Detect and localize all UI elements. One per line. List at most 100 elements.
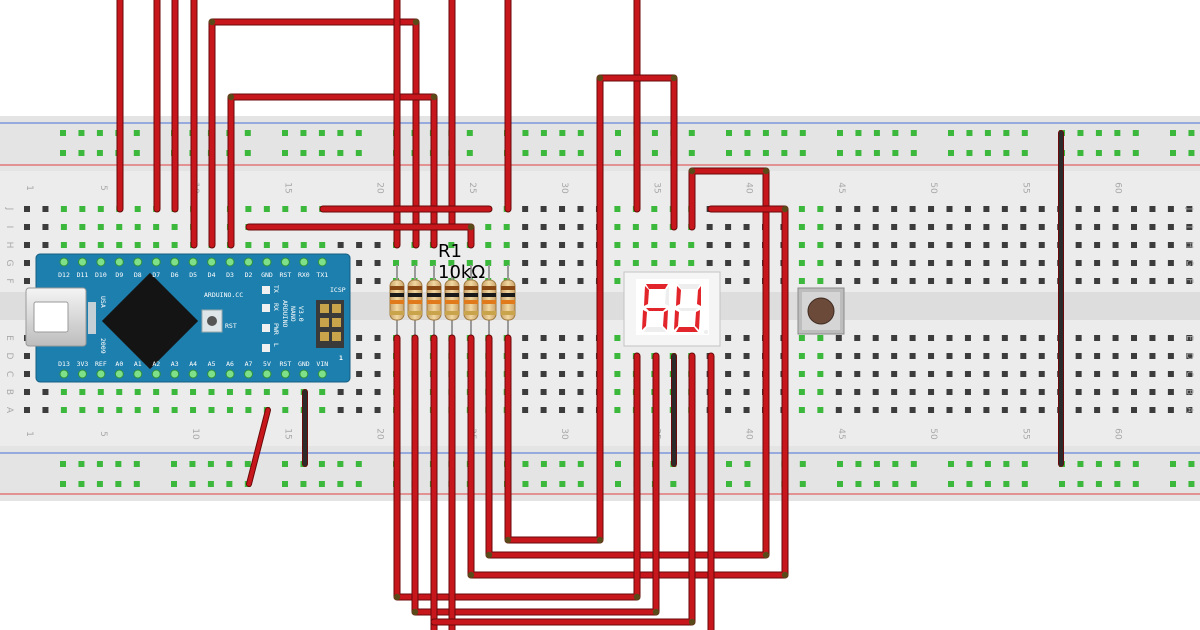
seven-segment-display[interactable]	[623, 271, 721, 347]
rail-hole[interactable]	[855, 461, 862, 467]
breadboard-hole[interactable]	[60, 206, 67, 212]
rail-hole[interactable]	[966, 461, 973, 467]
breadboard-hole[interactable]	[1167, 242, 1174, 248]
breadboard-hole[interactable]	[891, 206, 898, 212]
breadboard-hole[interactable]	[1020, 353, 1027, 359]
breadboard-hole[interactable]	[872, 278, 879, 284]
nano-header-pin[interactable]	[244, 257, 253, 267]
rail-hole[interactable]	[1132, 461, 1139, 467]
breadboard-hole[interactable]	[928, 278, 935, 284]
rail-hole[interactable]	[60, 461, 66, 467]
breadboard-hole[interactable]	[374, 389, 381, 395]
nano-header-pin[interactable]	[244, 369, 253, 379]
breadboard-hole[interactable]	[651, 260, 658, 266]
nano-header-pin[interactable]	[207, 257, 217, 267]
breadboard-hole[interactable]	[946, 335, 953, 341]
breadboard-hole[interactable]	[798, 260, 805, 266]
breadboard-hole[interactable]	[909, 389, 916, 395]
breadboard-hole[interactable]	[909, 371, 916, 377]
breadboard-hole[interactable]	[245, 206, 252, 212]
rail-hole[interactable]	[1188, 150, 1195, 156]
breadboard-hole[interactable]	[485, 260, 492, 266]
breadboard-hole[interactable]	[282, 242, 289, 248]
breadboard-hole[interactable]	[263, 206, 270, 212]
breadboard-hole[interactable]	[743, 407, 750, 413]
rail-hole[interactable]	[1114, 481, 1121, 487]
breadboard-hole[interactable]	[725, 389, 732, 395]
breadboard-hole[interactable]	[1112, 206, 1119, 212]
breadboard-hole[interactable]	[503, 224, 510, 230]
breadboard-hole[interactable]	[983, 389, 990, 395]
rail-hole[interactable]	[837, 461, 843, 467]
rail-hole[interactable]	[540, 461, 547, 467]
breadboard-hole[interactable]	[725, 407, 732, 413]
breadboard-hole[interactable]	[1094, 389, 1101, 395]
breadboard-hole[interactable]	[540, 242, 547, 248]
rail-hole[interactable]	[244, 130, 251, 136]
breadboard-hole[interactable]	[1149, 260, 1156, 266]
breadboard-hole[interactable]	[891, 371, 898, 377]
breadboard-hole[interactable]	[1075, 224, 1082, 230]
nano-header-pin[interactable]	[225, 257, 235, 267]
breadboard-hole[interactable]	[928, 335, 935, 341]
rail-hole[interactable]	[1188, 461, 1195, 467]
breadboard-hole[interactable]	[1020, 407, 1027, 413]
rail-hole[interactable]	[1114, 150, 1121, 156]
breadboard-hole[interactable]	[983, 407, 990, 413]
breadboard-hole[interactable]	[466, 260, 473, 266]
breadboard-hole[interactable]	[964, 389, 971, 395]
breadboard-hole[interactable]	[928, 407, 935, 413]
breadboard-hole[interactable]	[134, 242, 141, 248]
breadboard-hole[interactable]	[798, 206, 805, 212]
rail-hole[interactable]	[300, 150, 307, 156]
breadboard-hole[interactable]	[946, 407, 953, 413]
nano-header-pin[interactable]	[262, 257, 272, 267]
breadboard-hole[interactable]	[411, 260, 418, 266]
breadboard-hole[interactable]	[42, 242, 49, 248]
jumper-wire[interactable]	[209, 19, 419, 248]
breadboard-hole[interactable]	[153, 407, 160, 413]
breadboard-hole[interactable]	[485, 242, 492, 248]
rail-hole[interactable]	[966, 150, 973, 156]
breadboard-hole[interactable]	[1094, 278, 1101, 284]
rail-hole[interactable]	[1132, 130, 1139, 136]
rail-hole[interactable]	[781, 130, 788, 136]
breadboard-hole[interactable]	[42, 389, 49, 395]
breadboard-hole[interactable]	[1020, 389, 1027, 395]
rail-hole[interactable]	[1059, 481, 1065, 487]
breadboard-hole[interactable]	[817, 371, 824, 377]
rail-hole[interactable]	[744, 481, 751, 487]
breadboard-hole[interactable]	[872, 206, 879, 212]
breadboard-hole[interactable]	[946, 371, 953, 377]
breadboard-hole[interactable]	[356, 242, 363, 248]
nano-header-pin[interactable]	[96, 257, 106, 267]
rail-hole[interactable]	[133, 481, 140, 487]
breadboard-hole[interactable]	[1094, 407, 1101, 413]
breadboard-hole[interactable]	[909, 206, 916, 212]
rail-hole[interactable]	[670, 481, 677, 487]
breadboard-hole[interactable]	[798, 335, 805, 341]
breadboard-hole[interactable]	[24, 278, 30, 284]
breadboard-hole[interactable]	[559, 407, 566, 413]
breadboard-hole[interactable]	[1094, 260, 1101, 266]
breadboard-hole[interactable]	[134, 206, 141, 212]
rail-hole[interactable]	[337, 461, 344, 467]
breadboard-hole[interactable]	[743, 353, 750, 359]
breadboard-hole[interactable]	[1094, 224, 1101, 230]
breadboard-hole[interactable]	[1020, 224, 1027, 230]
breadboard-hole[interactable]	[60, 407, 67, 413]
breadboard-hole[interactable]	[1149, 353, 1156, 359]
rail-hole[interactable]	[1132, 150, 1139, 156]
nano-header-pin[interactable]	[299, 257, 309, 267]
breadboard-hole[interactable]	[835, 260, 842, 266]
nano-header-pin[interactable]	[299, 369, 309, 379]
breadboard-hole[interactable]	[24, 260, 30, 266]
breadboard-hole[interactable]	[1167, 206, 1174, 212]
nano-header-pin[interactable]	[151, 369, 161, 379]
breadboard-hole[interactable]	[577, 353, 584, 359]
breadboard-hole[interactable]	[688, 260, 695, 266]
rail-hole[interactable]	[78, 150, 85, 156]
breadboard-hole[interactable]	[854, 224, 861, 230]
breadboard-hole[interactable]	[964, 335, 971, 341]
